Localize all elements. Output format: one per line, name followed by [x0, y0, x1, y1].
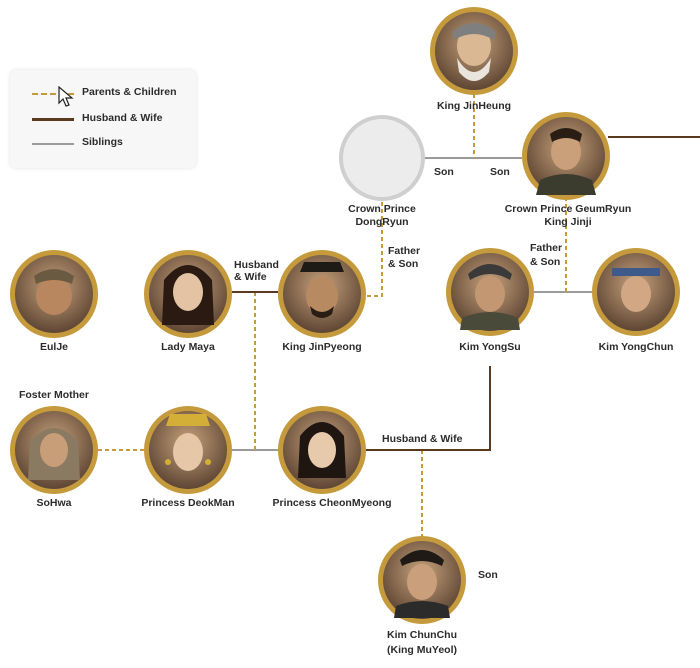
spouse-lines [232, 136, 700, 451]
name-label-yongsu: Kim YongSu [459, 341, 521, 353]
portrait-chunchu [378, 536, 466, 624]
spouse-line-cheonmyeong-yongsu [366, 366, 491, 451]
portrait-sohwa [10, 406, 98, 494]
parent-child-lines [98, 94, 567, 540]
name-label-jinpyeong: King JinPyeong [282, 341, 362, 353]
legend-swatch-spouse [32, 118, 74, 121]
portrait-deokman [144, 406, 232, 494]
relation-label-son-right: Son [490, 166, 510, 178]
name-label-dongryun: Crown Prince DongRyun [348, 203, 416, 228]
relation-label-spouse-top-2: & Wife [234, 271, 267, 283]
legend-label-parents: Parents & Children [82, 86, 177, 98]
portrait-jinheung [430, 7, 518, 95]
portrait-yongsu [446, 248, 534, 336]
relation-label-spouse-bottom: Husband & Wife [382, 433, 463, 445]
name-label-geumryun: Crown Prince GeumRyun King Jinji [504, 203, 632, 228]
legend: Parents & Children Husband & Wife Siblin… [10, 70, 196, 168]
relation-label-father-son-right-1: Father [530, 242, 563, 254]
legend-label-spouse: Husband & Wife [82, 112, 163, 124]
relation-label-father-son-left-2: & Son [388, 258, 419, 270]
legend-swatch-parents [32, 93, 74, 95]
mouse-cursor-icon [58, 86, 74, 107]
relation-label-son-left: Son [434, 166, 454, 178]
name-label-maya: Lady Maya [161, 341, 215, 353]
relation-label-father-son-left-1: Father [388, 245, 421, 257]
name-label-sohwa: SoHwa [36, 497, 72, 509]
portrait-yongchun [592, 248, 680, 336]
name-label-jinheung: King JinHeung [436, 100, 512, 112]
name-label-chunchu: Kim ChunChu [387, 629, 457, 641]
legend-label-siblings: Siblings [82, 136, 123, 148]
portrait-eulje [10, 250, 98, 338]
parent-line-dongryun-jinpyeong [366, 202, 383, 297]
portrait-geumryun [522, 112, 610, 200]
relation-label-son-bottom: Son [478, 569, 498, 581]
name-label-cheonmyeong: Princess CheonMyeong [272, 497, 392, 509]
foster-mother-label: Foster Mother [18, 389, 89, 401]
relation-label-spouse-top-1: Husband [234, 259, 279, 271]
portrait-dongryun [339, 115, 425, 201]
name-label-yongchun: Kim YongChun [598, 341, 674, 353]
legend-swatch-siblings [32, 143, 74, 145]
name-label-deokman: Princess DeokMan [141, 497, 235, 509]
name-label-chunchu-sub: (King MuYeol) [387, 644, 457, 656]
portrait-maya [144, 250, 232, 338]
portrait-jinpyeong [278, 250, 366, 338]
portraits [10, 7, 680, 624]
portrait-cheonmyeong [278, 406, 366, 494]
relation-label-father-son-right-2: & Son [530, 256, 561, 268]
name-label-eulje: EulJe [39, 341, 68, 353]
